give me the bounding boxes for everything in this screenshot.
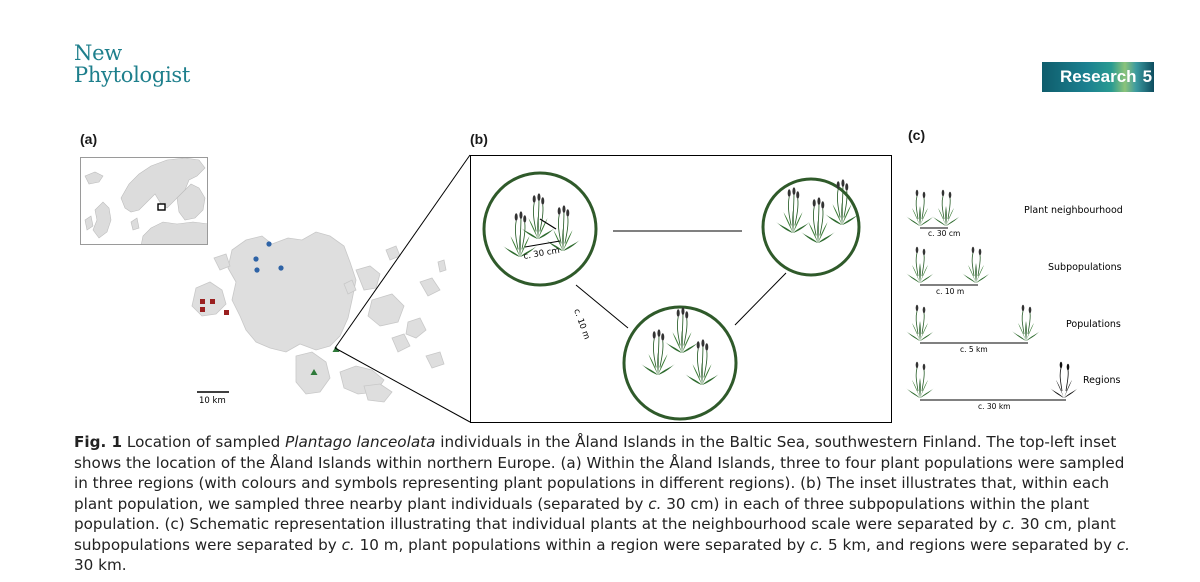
panel-b-label: (b) — [470, 131, 488, 147]
caption-text: 30 cm, plant subpopulations were separat… — [74, 515, 1116, 554]
caption-text: 5 km, and regions were separated by — [823, 535, 1117, 554]
aland-map: 10 km — [191, 154, 471, 423]
plant-icon — [905, 246, 935, 284]
caption-species: Plantago lanceolata — [285, 433, 436, 451]
caption-text: Location of sampled — [122, 433, 286, 451]
row-label-neighbourhood: Plant neighbourhood — [1024, 205, 1123, 216]
caption-text: 30 cm) in each of three subpopulations w… — [74, 494, 1090, 534]
subpopulation-link — [734, 272, 787, 326]
plant-icon — [961, 246, 991, 284]
plant-icon — [931, 189, 961, 227]
row-label-regions: Regions — [1083, 375, 1121, 386]
journal-logo-line2: Phytologist — [74, 63, 191, 87]
caption-abbrev: c. — [810, 535, 824, 554]
aland-locator-icon — [157, 203, 166, 211]
page-number: 5 — [1142, 67, 1153, 86]
scale-schematic: c. 30 cm Plant neighbourhood c. 10 m Sub… — [905, 189, 1123, 411]
caption-abbrev: c. — [1116, 535, 1130, 554]
europe-inset — [80, 157, 208, 245]
distance-line — [524, 240, 561, 248]
europe-inset-map — [84, 158, 207, 244]
population-marker-blue — [253, 256, 259, 262]
population-marker-red — [210, 299, 215, 304]
row-distance-label: c. 10 m — [936, 287, 964, 296]
caption-text: 30 km. — [74, 556, 127, 574]
row-distance-label: c. 30 cm — [928, 229, 960, 238]
inset-callout-line — [334, 154, 471, 349]
plant-icon — [905, 189, 935, 227]
journal-logo: New Phytologist — [74, 42, 190, 86]
population-marker-blue — [278, 265, 284, 271]
panel-a-label: (a) — [80, 131, 98, 147]
caption-abbrev: c. — [1002, 515, 1016, 533]
population-marker-red — [200, 299, 205, 304]
subpopulation-circle — [622, 305, 738, 421]
plant-icon — [905, 361, 935, 399]
panel-c-label: (c) — [908, 127, 926, 143]
population-marker-green — [310, 369, 318, 375]
population-marker-red — [224, 310, 229, 315]
row-label-subpopulations: Subpopulations — [1048, 262, 1122, 273]
scale-bar-label: 10 km — [199, 396, 226, 406]
journal-logo-line1: New — [74, 41, 122, 65]
section-label: Research — [1060, 67, 1137, 86]
row-distance-label: c. 30 km — [978, 402, 1010, 411]
caption-abbrev: c. — [648, 494, 662, 513]
row-distance-label: c. 5 km — [960, 345, 988, 354]
caption-abbrev: c. — [341, 535, 355, 554]
plant-icon — [1011, 304, 1041, 342]
population-marker-blue — [254, 267, 260, 273]
row-label-populations: Populations — [1066, 319, 1121, 330]
caption-text: 10 m, plant populations within a region … — [354, 535, 811, 554]
section-badge: Research 5 — [1042, 62, 1154, 92]
caption-text: individuals in the Åland Islands in the … — [74, 433, 1125, 513]
population-marker-blue — [266, 241, 272, 247]
figure-number: Fig. 1 — [74, 433, 123, 451]
subpopulation-inset: c. 30 cm c. 10 m — [470, 155, 892, 423]
plant-icon — [905, 304, 935, 342]
figure-caption: Fig. 1 Location of sampled Plantago lanc… — [74, 432, 1134, 576]
distance-line — [539, 218, 557, 230]
subpopulation-link — [575, 284, 629, 329]
population-marker-red — [200, 307, 205, 312]
plant-icon-black — [1049, 361, 1079, 399]
inset-callout-line — [334, 347, 471, 423]
